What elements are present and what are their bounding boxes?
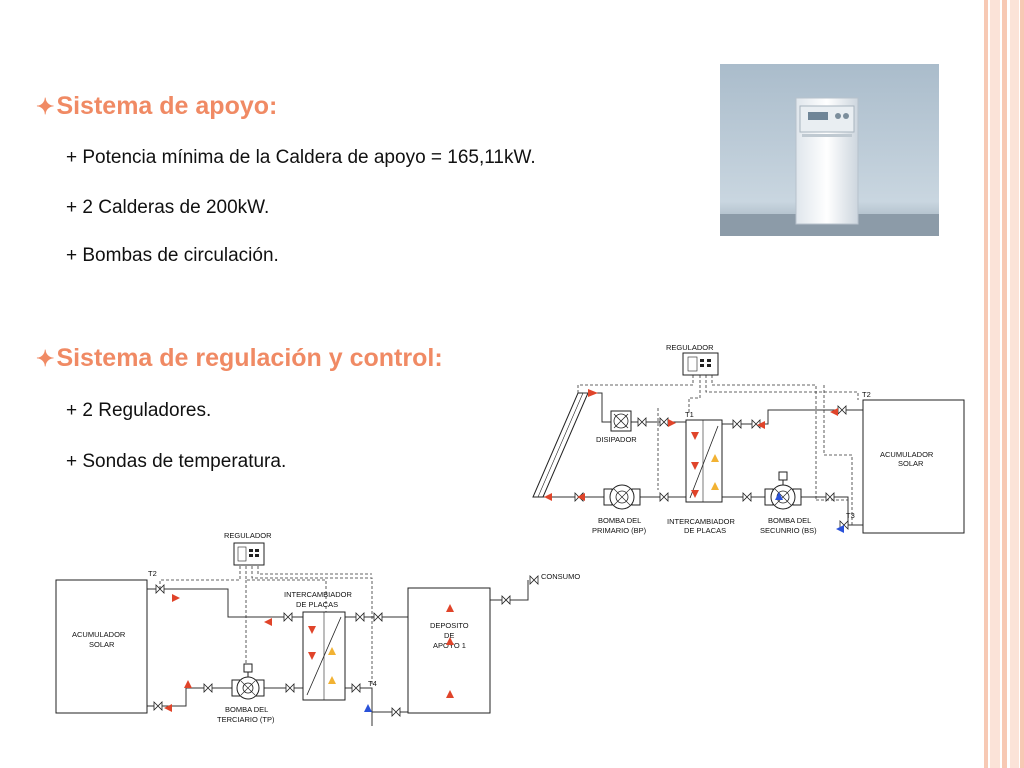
arrow-red xyxy=(172,594,180,602)
arrow-red xyxy=(691,462,699,470)
bomba-secundario-label-b: SECUNRIO (BS) xyxy=(760,526,817,535)
decor-stripe xyxy=(990,0,1000,768)
t3-label: T3 xyxy=(846,511,855,520)
deposito-apoyo xyxy=(407,587,491,714)
deposito-label-b: DE xyxy=(444,631,454,640)
bomba-secundario xyxy=(764,471,802,510)
flow-arrows-2 xyxy=(164,594,454,712)
control-lines-1 xyxy=(577,375,859,525)
decor-stripe xyxy=(1002,0,1007,768)
intercambiador-1-label-b: DE PLACAS xyxy=(684,526,726,535)
intercambiador-2-label-a: INTERCAMBIADOR xyxy=(284,590,353,599)
arrow-yellow xyxy=(711,454,719,462)
acumulador-solar-2 xyxy=(55,579,148,714)
t2-label-1: T2 xyxy=(862,390,871,399)
t2-label-2: T2 xyxy=(148,569,157,578)
bullet-potencia: + Potencia mínima de la Caldera de apoyo… xyxy=(66,147,536,168)
arrow-red xyxy=(184,680,192,688)
arrow-red xyxy=(691,432,699,440)
decor-stripe xyxy=(1010,0,1019,768)
boiler-illustration xyxy=(720,64,939,236)
arrow-red xyxy=(577,493,585,501)
heading-sistema-regulacion: ✦Sistema de regulación y control: xyxy=(36,344,443,372)
arrow-red xyxy=(668,419,676,427)
flow-arrows-1 xyxy=(544,389,844,533)
intercambiador-1 xyxy=(685,419,723,503)
acumulador-2-label-a: ACUMULADOR xyxy=(72,630,126,639)
arrow-yellow xyxy=(328,676,336,684)
bomba-primario-label-b: PRIMARIO (BP) xyxy=(592,526,647,535)
arrow-yellow xyxy=(711,482,719,490)
arrow-red xyxy=(830,408,838,416)
deposito-label-a: DEPOSITO xyxy=(430,621,469,630)
acumulador-1-label-b: SOLAR xyxy=(898,459,924,468)
bomba-secundario-label-a: BOMBA DEL xyxy=(768,516,811,525)
acumulador-2-label-b: SOLAR xyxy=(89,640,115,649)
acumulador-solar-1 xyxy=(862,399,965,534)
star-icon: ✦ xyxy=(36,346,55,371)
disipador-label: DISIPADOR xyxy=(596,435,637,444)
arrow-red xyxy=(446,637,454,645)
arrow-red xyxy=(757,421,765,429)
intercambiador-2 xyxy=(302,611,346,701)
t4-label: T4 xyxy=(368,679,377,688)
deposito-label-c: APOYO 1 xyxy=(433,641,466,650)
arrow-blue xyxy=(836,525,844,533)
bullet-reguladores: + 2 Reguladores. xyxy=(66,400,212,421)
arrow-blue xyxy=(364,704,372,712)
decor-stripe xyxy=(984,0,988,768)
bomba-terciario-label-a: BOMBA DEL xyxy=(225,705,268,714)
arrow-red xyxy=(544,493,552,501)
pipes-terciario xyxy=(147,580,529,726)
valves-2 xyxy=(153,575,539,717)
t1-label: T1 xyxy=(685,410,694,419)
arrow-red xyxy=(588,389,598,397)
valves-1 xyxy=(574,405,849,530)
arrow-red xyxy=(164,704,172,712)
bomba-terciario xyxy=(231,663,265,700)
arrow-red xyxy=(308,652,316,660)
bullet-sondas: + Sondas de temperatura. xyxy=(66,451,287,472)
control-lines-2 xyxy=(159,566,373,686)
arrow-red xyxy=(308,626,316,634)
regulador-1-label: REGULADOR xyxy=(666,343,714,352)
arrow-yellow xyxy=(328,647,336,655)
consumo-label: CONSUMO xyxy=(541,572,580,581)
regulador-1 xyxy=(682,352,719,376)
disipador xyxy=(610,410,632,432)
bomba-primario xyxy=(603,484,641,510)
bullet-calderas: + 2 Calderas de 200kW. xyxy=(66,197,270,218)
pipes-primary xyxy=(543,392,863,526)
acumulador-1-label-a: ACUMULADOR xyxy=(880,450,934,459)
arrow-red xyxy=(446,604,454,612)
bullet-bombas: + Bombas de circulación. xyxy=(66,245,279,266)
boiler-photo xyxy=(720,64,939,236)
regulador-2-label: REGULADOR xyxy=(224,531,272,540)
arrow-red xyxy=(264,618,272,626)
regulador-2 xyxy=(233,542,265,566)
intercambiador-1-label-a: INTERCAMBIADOR xyxy=(667,517,736,526)
arrow-blue xyxy=(775,492,783,500)
bomba-primario-label-a: BOMBA DEL xyxy=(598,516,641,525)
heading-sistema-apoyo: ✦Sistema de apoyo: xyxy=(36,92,278,120)
decor-stripe xyxy=(1020,0,1024,768)
solar-collector xyxy=(532,392,589,498)
intercambiador-2-label-b: DE PLACAS xyxy=(296,600,338,609)
star-icon: ✦ xyxy=(36,94,55,119)
arrow-red xyxy=(446,690,454,698)
arrow-red xyxy=(691,490,699,498)
bomba-terciario-label-b: TERCIARIO (TP) xyxy=(217,715,275,724)
